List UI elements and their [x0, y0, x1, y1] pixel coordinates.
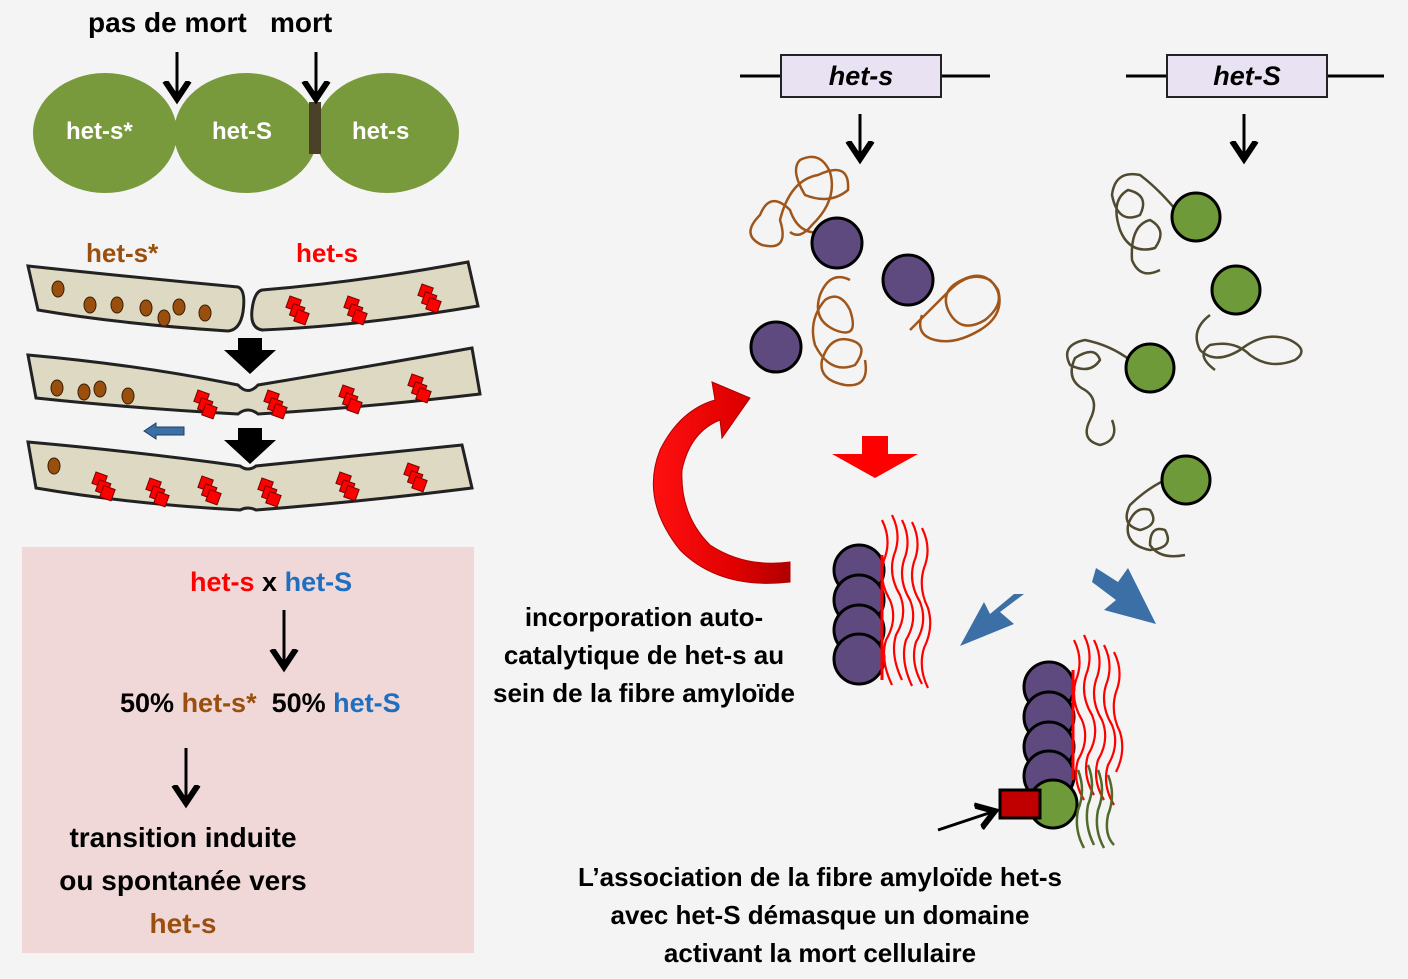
association-caption: L’association de la fibre amyloïde het-s… — [520, 858, 1120, 972]
incorporation-caption: incorporation auto- catalytique de het-s… — [474, 598, 814, 712]
cell-het-s — [315, 73, 459, 193]
down-arrow-1 — [224, 338, 276, 374]
red-prion-aggregates — [91, 283, 442, 508]
het-s-globular-domains — [749, 216, 935, 374]
cross-x: x — [262, 567, 278, 597]
amyloid-fibre-2 — [937, 634, 1124, 849]
down-arrow-2 — [224, 428, 276, 464]
transition-text: transition induite ou spontanée vers het… — [28, 816, 338, 945]
het-S-disordered-domains — [1065, 172, 1303, 558]
death-domain — [998, 788, 1042, 820]
autocatalytic-curved-arrow — [652, 381, 791, 584]
hypha-row-3 — [26, 440, 474, 512]
death-domain-pointer — [937, 812, 992, 832]
hypha-right-label: het-s — [296, 238, 359, 268]
transition-line2: ou spontanée vers — [59, 865, 307, 896]
cell2-label: het-S — [212, 118, 272, 145]
transition-target: het-s — [149, 908, 217, 939]
crossing-panel — [22, 547, 474, 953]
blue-arrow-left — [960, 594, 1024, 646]
progeny-pct1: 50% — [120, 688, 175, 718]
blue-left-arrow — [143, 422, 185, 440]
red-down-arrow — [832, 436, 918, 478]
transition-line1: transition induite — [69, 822, 297, 853]
incorporation-line1: incorporation auto- — [524, 602, 764, 632]
hypha-left-label: het-s* — [86, 238, 159, 268]
progeny-genotype2: het-S — [333, 688, 401, 718]
cell-het-s-star — [33, 73, 177, 193]
association-line2: avec het-S démasque un domaine — [610, 900, 1030, 930]
association-line3: activant la mort cellulaire — [663, 938, 977, 968]
top-cells — [33, 52, 459, 193]
label-no-death: pas de mort — [88, 7, 247, 38]
cross-line: het-s x het-S — [190, 567, 352, 598]
brown-granules — [47, 280, 212, 475]
cross-parent2: het-S — [284, 567, 353, 597]
amyloid-fibre-1 — [832, 514, 932, 689]
association-line1: L’association de la fibre amyloïde het-s — [577, 862, 1063, 892]
gene-box-het-s: het-s — [780, 54, 942, 98]
progeny-line: 50% het-s* 50% het-S — [120, 688, 401, 719]
cell1-label: het-s* — [66, 118, 133, 145]
blue-arrow-right — [1092, 568, 1156, 624]
hypha-left-1 — [26, 264, 246, 333]
gene-box-het-S: het-S — [1166, 54, 1328, 98]
septum-death — [309, 102, 321, 154]
progeny-pct2: 50% — [271, 688, 326, 718]
het-s-disordered-domains — [749, 155, 1001, 387]
incorporation-line3: sein de la fibre amyloïde — [493, 678, 795, 708]
cross-parent1: het-s — [190, 567, 255, 597]
het-S-globular-domains — [1124, 191, 1262, 506]
incorporation-line2: catalytique de het-s au — [503, 640, 785, 670]
cell-het-S — [174, 73, 318, 193]
cell3-label: het-s — [352, 118, 410, 145]
progeny-genotype1: het-s* — [181, 688, 257, 718]
label-death: mort — [270, 7, 333, 38]
